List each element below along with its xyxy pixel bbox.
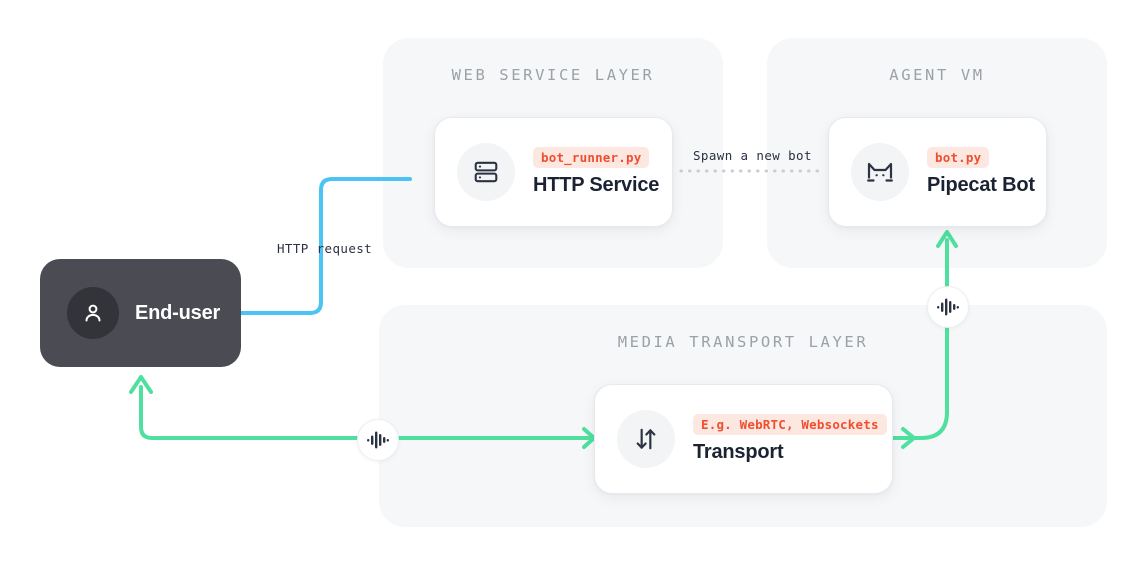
- server-icon: [473, 159, 499, 185]
- node-text-block: E.g. WebRTC, Websockets Transport: [693, 414, 887, 464]
- avatar: [67, 287, 119, 339]
- edge-http-request-line: [239, 177, 412, 315]
- node-end-user[interactable]: End-user: [40, 259, 241, 367]
- edge-label-http-request: HTTP request: [277, 241, 373, 256]
- node-text-block: bot_runner.py HTTP Service: [533, 147, 659, 197]
- audio-waveform-icon: [367, 431, 389, 449]
- edge-transport-to-end-user-line: [139, 385, 359, 440]
- node-icon-container: [457, 143, 515, 201]
- audio-waveform-badge-left: [357, 419, 399, 461]
- edge-label-spawn-a-new-bot: Spawn a new bot: [693, 148, 812, 163]
- cat-icon: [865, 159, 895, 185]
- audio-waveform-badge-right: [927, 286, 969, 328]
- layer-title-web-service: WEB SERVICE LAYER: [451, 66, 655, 84]
- node-icon-container: [617, 410, 675, 468]
- edge-bot-to-transport-arrowhead: [936, 230, 958, 248]
- node-pipecat-bot[interactable]: bot.py Pipecat Bot: [828, 117, 1047, 227]
- node-icon-container: [851, 143, 909, 201]
- node-transport[interactable]: E.g. WebRTC, Websockets Transport: [594, 384, 893, 494]
- user-icon: [81, 301, 105, 325]
- node-badge-filename: bot.py: [927, 147, 990, 168]
- node-http-service[interactable]: bot_runner.py HTTP Service: [434, 117, 673, 227]
- edge-into-transport-arrowhead: [901, 427, 916, 449]
- node-end-user-label: End-user: [135, 301, 221, 324]
- node-text-block: bot.py Pipecat Bot: [927, 147, 1035, 197]
- layer-title-agent-vm: AGENT VM: [889, 66, 985, 84]
- layer-title-media-transport: MEDIA TRANSPORT LAYER: [617, 333, 869, 351]
- up-down-arrows-icon: [633, 426, 659, 452]
- node-title: HTTP Service: [533, 174, 660, 196]
- node-badge-filename: bot_runner.py: [533, 147, 650, 168]
- audio-waveform-icon: [937, 298, 959, 316]
- edge-bot-to-transport-line: [891, 238, 949, 440]
- edge-transport-to-end-user-arrowhead: [129, 375, 153, 394]
- node-badge-filename: E.g. WebRTC, Websockets: [693, 414, 887, 435]
- node-title: Pipecat Bot: [927, 174, 1035, 196]
- node-title: Transport: [693, 441, 784, 463]
